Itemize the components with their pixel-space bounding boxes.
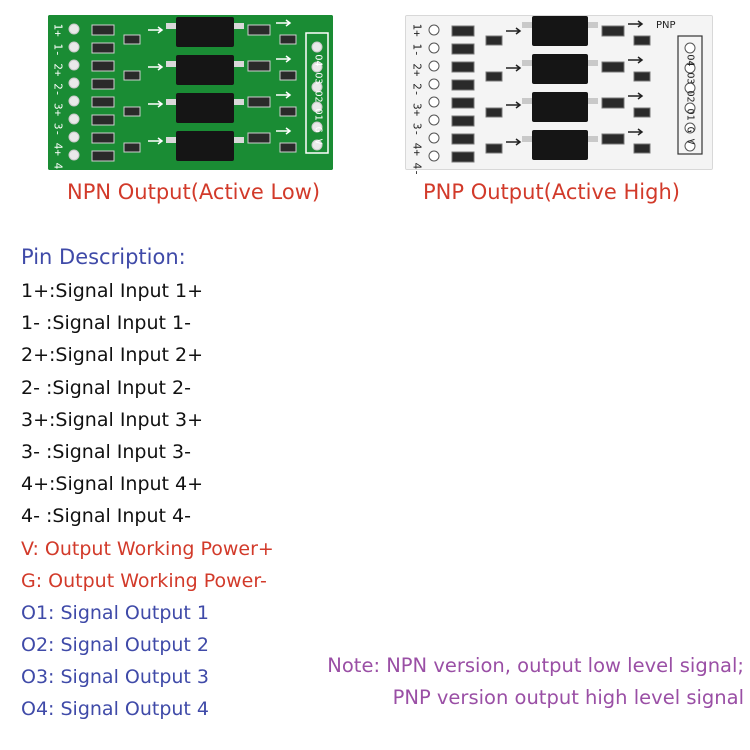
npn-left-pin-text: 1+ 1- 2+ 2- 3+ 3- 4+ 4- [51, 23, 65, 176]
pin-description-list: 1+:Signal Input 1+ 1- :Signal Input 1- 2+:… [21, 275, 274, 726]
pnp-pcb-drawing: PNP [406, 16, 712, 169]
version-note: Note: NPN version, output low level sign… [327, 650, 744, 714]
pin-description-item: 1+:Signal Input 1+ [21, 280, 204, 302]
npn-caption: NPN Output(Active Low) [67, 180, 321, 204]
pin-description-item: V: Output Working Power+ [21, 537, 274, 560]
pnp-caption: PNP Output(Active High) [423, 180, 680, 204]
note-line-1: Note: NPN version, output low level sign… [327, 654, 744, 677]
pin-description-item: 1- :Signal Input 1- [21, 312, 191, 335]
pin-description-item: 4+:Signal Input 4+ [21, 473, 204, 496]
pnp-board-image: PNP [405, 15, 713, 170]
npn-right-pin-labels: O4 O3 O2 O1 G V [312, 54, 324, 145]
pin-description-item: O2: Signal Output 2 [21, 634, 210, 657]
pin-description-item: 2- :Signal Input 2- [21, 376, 191, 399]
pin-description-item: G: Output Working Power- [21, 569, 267, 592]
pin-description-item: 2+:Signal Input 2+ [21, 344, 204, 367]
pin-description-title: Pin Description: [21, 245, 186, 269]
pin-description-item: O4: Signal Output 4 [21, 698, 210, 721]
note-line-2: PNP version output high level signal [392, 686, 744, 709]
pin-description-item: 4- :Signal Input 4- [21, 505, 191, 528]
npn-board-image: 1+ 1- 2+ 2- 3+ 3- 4+ 4- [48, 15, 333, 170]
pnp-left-pin-text: 1+ 1- 2+ 2- 3+ 3- 4+ 4- [410, 23, 424, 176]
pin-description-section: Pin Description: 1+:Signal Input 1+ 1- :S… [21, 243, 274, 726]
pin-description-item: 3+:Signal Input 3+ [21, 408, 204, 431]
pnp-right-pin-labels: O4 O3 O2 O1 G V [684, 54, 696, 145]
pnp-marking: PNP [656, 20, 676, 31]
pin-description-item: O3: Signal Output 3 [21, 666, 210, 689]
npn-pcb-drawing: 1+ 1- 2+ 2- 3+ 3- 4+ 4- [48, 15, 333, 170]
pin-description-item: 3- :Signal Input 3- [21, 440, 191, 463]
pin-description-item: O1: Signal Output 1 [21, 601, 210, 624]
